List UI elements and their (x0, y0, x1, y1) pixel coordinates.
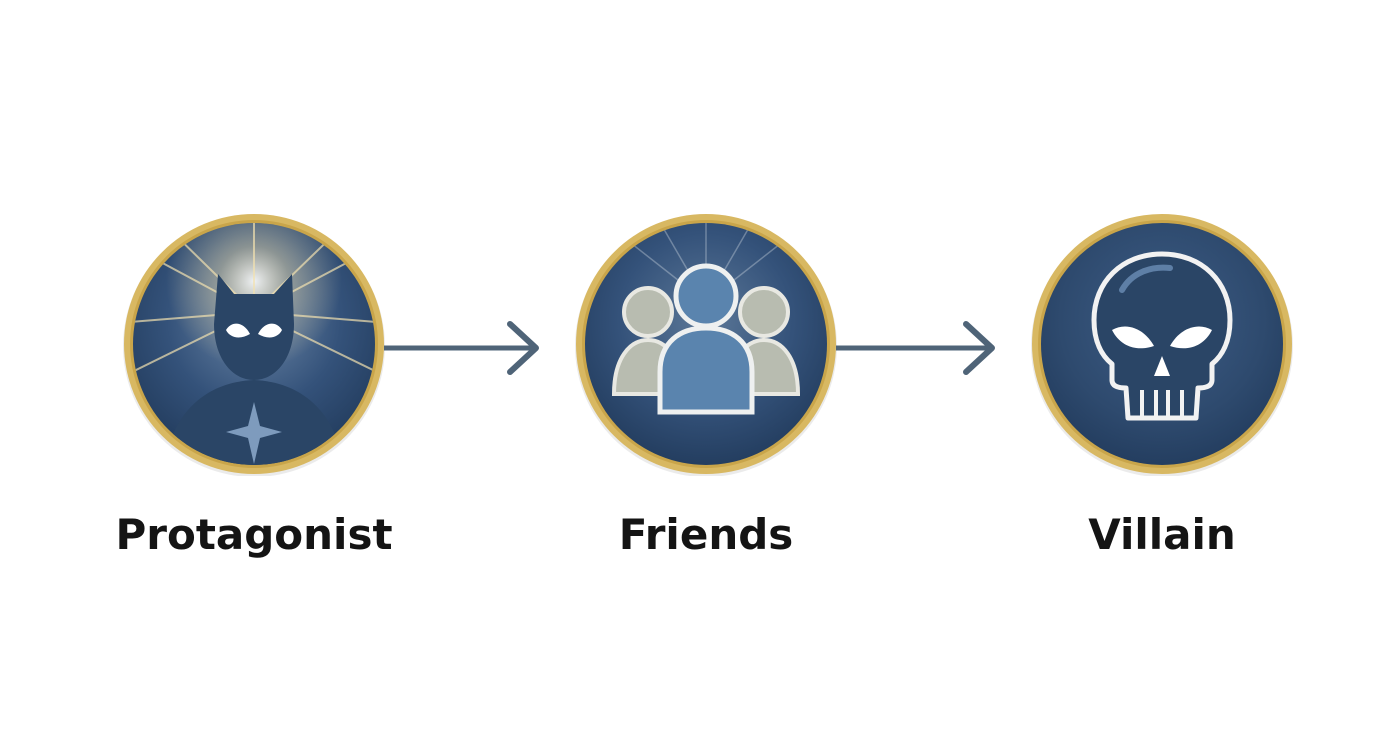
friends-label: Friends (618, 510, 794, 559)
villain-node (1030, 212, 1294, 476)
arrow-friends-to-villain (836, 321, 995, 375)
friends-node (574, 212, 838, 476)
protagonist-node (122, 212, 386, 476)
masked-hero-icon (123, 214, 385, 476)
group-people-icon (575, 214, 837, 476)
skull-icon (1031, 214, 1293, 476)
villain-label: Villain (1088, 510, 1236, 559)
protagonist-label: Protagonist (115, 510, 393, 559)
arrow-protagonist-to-friends (384, 321, 539, 375)
